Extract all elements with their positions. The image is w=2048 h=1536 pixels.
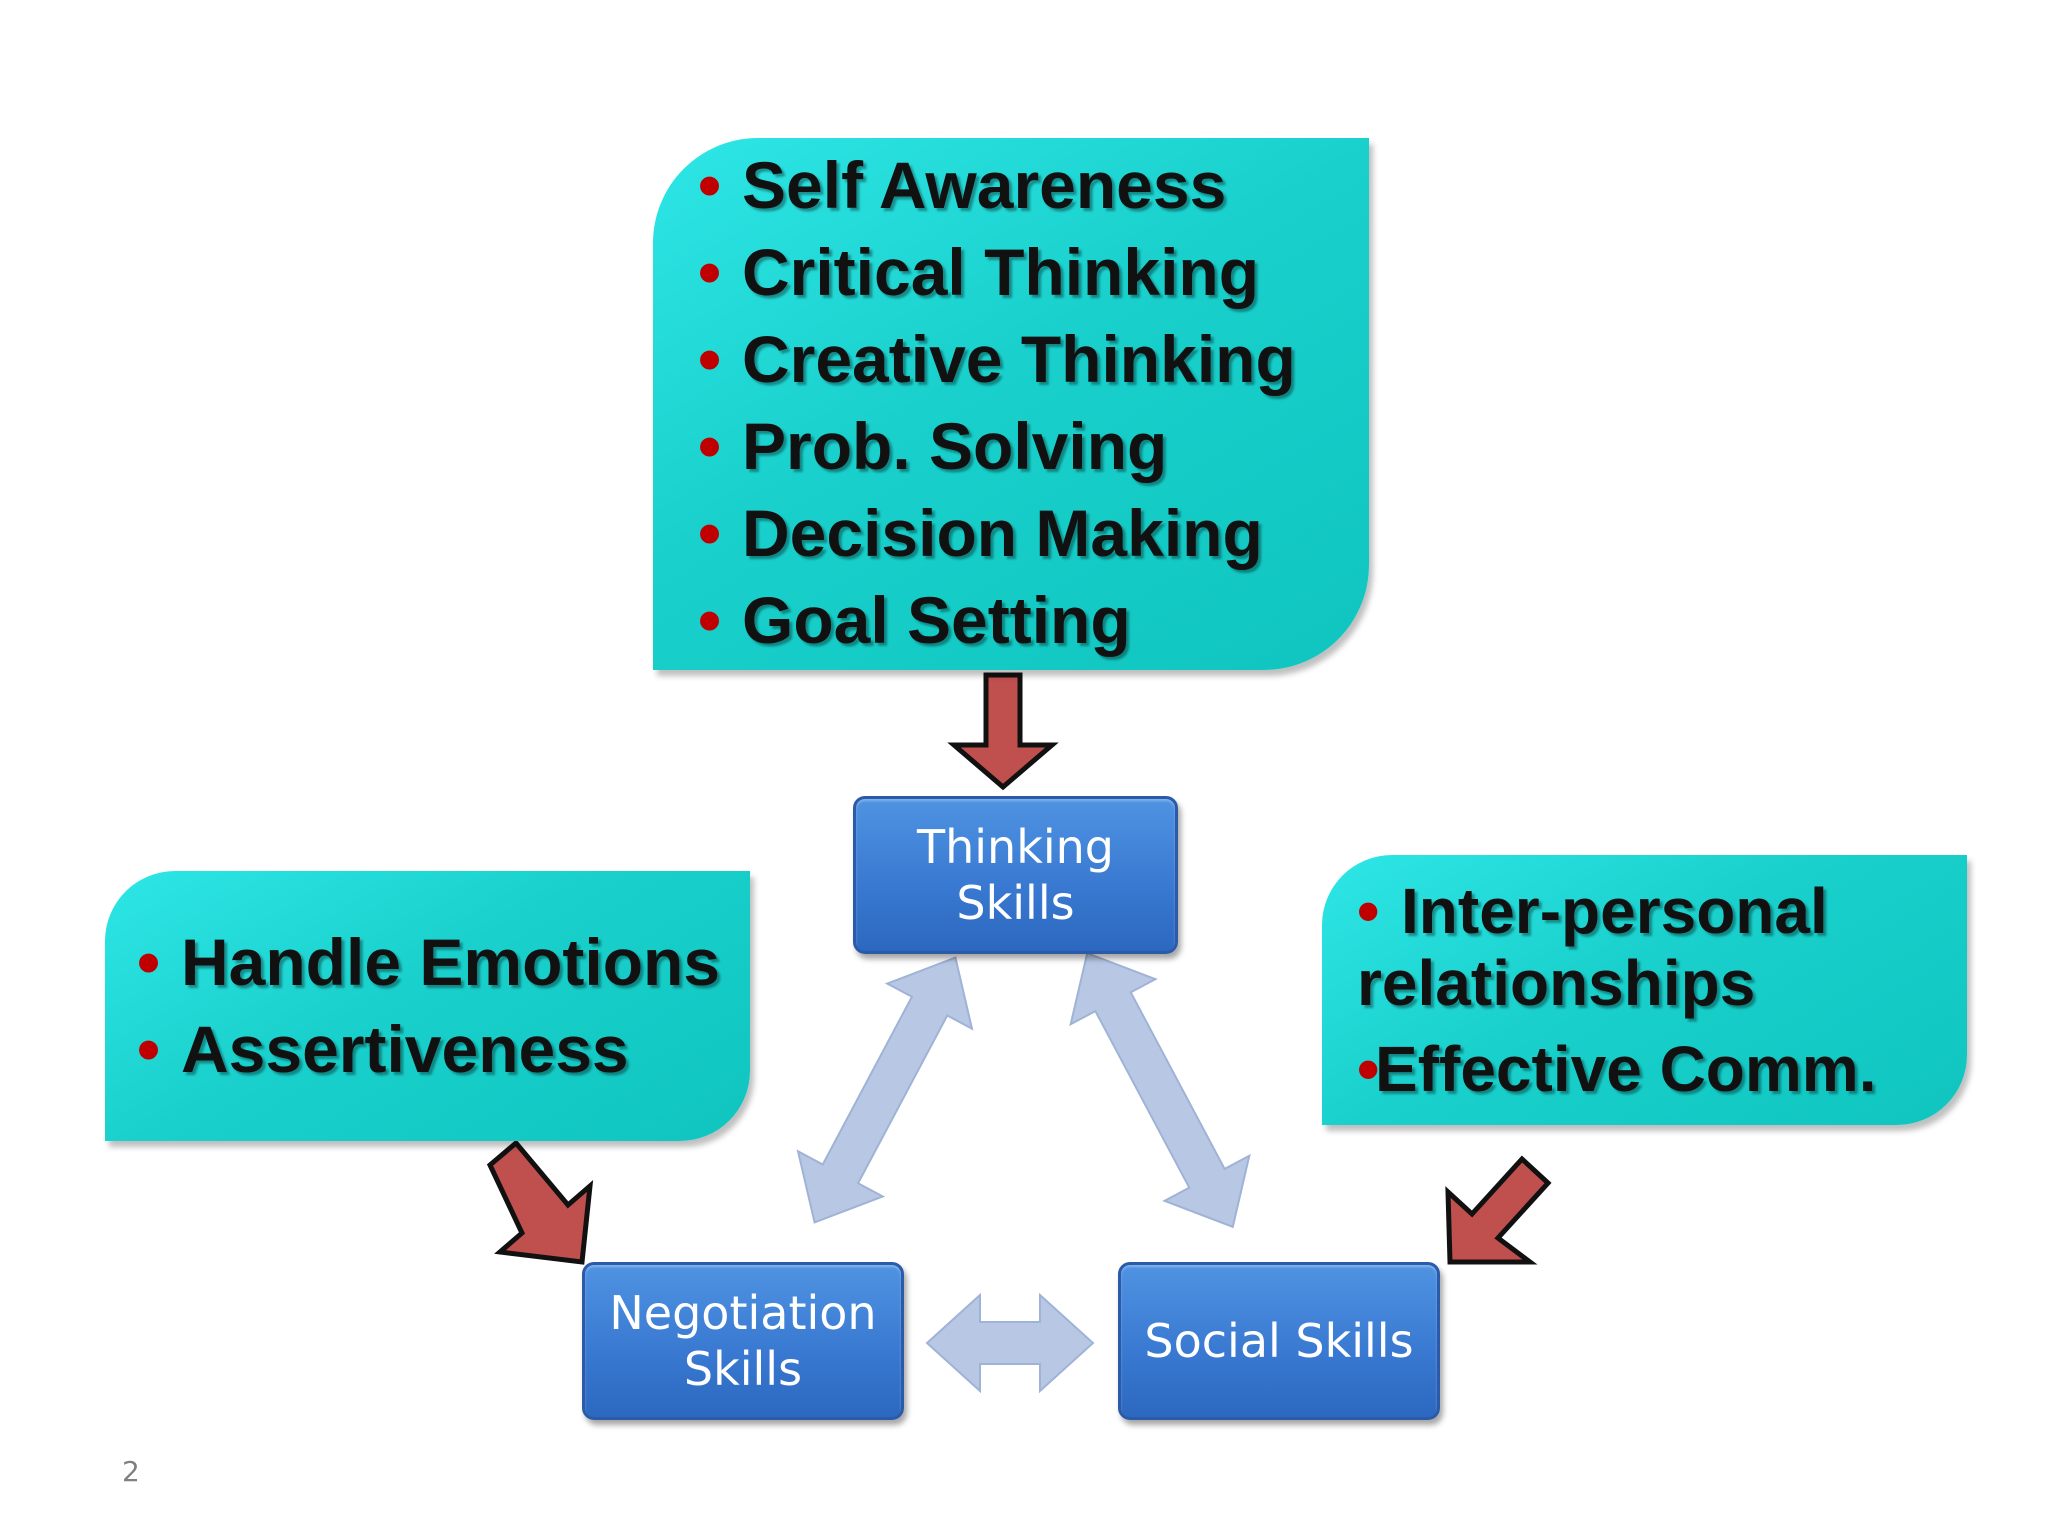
negotiation-skills-list: •Handle Emotions •Assertiveness xyxy=(137,919,720,1093)
bullet-icon: • xyxy=(1357,875,1380,947)
social-skills-node: Social Skills xyxy=(1118,1262,1440,1420)
thinking-skills-detail-box: •Self Awareness •Critical Thinking •Crea… xyxy=(653,138,1369,670)
red-arrow-top xyxy=(947,672,1059,791)
social-skills-list: •Inter-personal relationships •Effective… xyxy=(1357,875,1917,1105)
node-label: Thinking Skills xyxy=(917,820,1114,930)
list-item: •Effective Comm. xyxy=(1357,1033,1877,1105)
social-skills-detail-box: •Inter-personal relationships •Effective… xyxy=(1322,855,1967,1125)
bullet-icon: • xyxy=(137,1012,161,1086)
thinking-skills-list: •Self Awareness •Critical Thinking •Crea… xyxy=(698,142,1296,664)
red-arrow-left xyxy=(486,1139,594,1265)
bullet-icon: • xyxy=(698,409,722,483)
bullet-icon: • xyxy=(137,925,161,999)
double-arrow-thinking-social xyxy=(1069,951,1251,1229)
negotiation-skills-detail-box: •Handle Emotions •Assertiveness xyxy=(105,871,750,1141)
bullet-icon: • xyxy=(698,148,722,222)
node-label: Negotiation Skills xyxy=(609,1286,877,1396)
bullet-icon: • xyxy=(698,496,722,570)
page-number: 2 xyxy=(122,1455,140,1488)
double-arrow-thinking-negotiation xyxy=(796,956,974,1224)
bullet-icon: • xyxy=(1357,1033,1380,1105)
thinking-skills-node: Thinking Skills xyxy=(853,796,1178,954)
list-item: •Assertiveness xyxy=(137,1006,720,1093)
list-item: •Goal Setting xyxy=(698,577,1296,664)
list-item: •Decision Making xyxy=(698,490,1296,577)
red-arrow-right xyxy=(1445,1155,1552,1265)
bullet-icon: • xyxy=(698,583,722,657)
list-item: •Self Awareness xyxy=(698,142,1296,229)
list-item: •Critical Thinking xyxy=(698,229,1296,316)
negotiation-skills-node: Negotiation Skills xyxy=(582,1262,904,1420)
node-label: Social Skills xyxy=(1144,1314,1414,1368)
double-arrow-negotiation-social xyxy=(925,1292,1095,1394)
list-item: •Inter-personal relationships xyxy=(1357,875,1828,1019)
bullet-icon: • xyxy=(698,235,722,309)
list-item: •Creative Thinking xyxy=(698,316,1296,403)
list-item: •Handle Emotions xyxy=(137,919,720,1006)
bullet-icon: • xyxy=(698,322,722,396)
list-item: •Prob. Solving xyxy=(698,403,1296,490)
